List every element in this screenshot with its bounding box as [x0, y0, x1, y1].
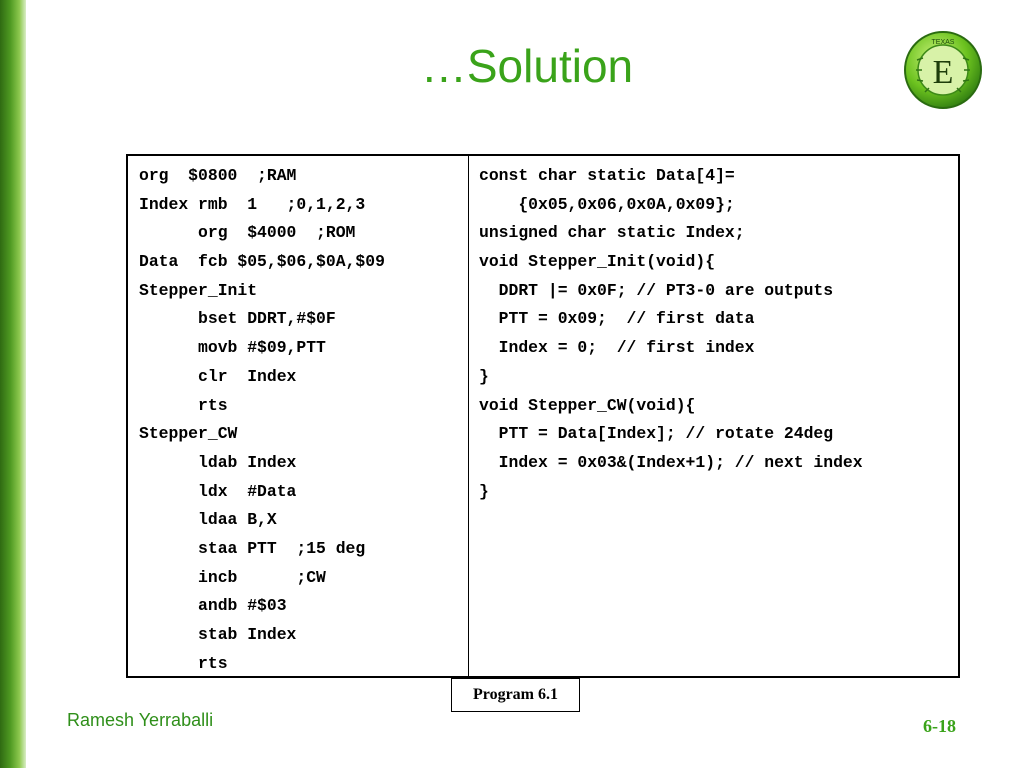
footer-author: Ramesh Yerraballi [67, 710, 214, 730]
assembly-code-line: staa PTT ;15 deg [139, 538, 366, 558]
c-code-line: void Stepper_CW(void){ [479, 395, 696, 415]
program-caption: Program 6.1 [451, 678, 580, 712]
assembly-code-line: ldaa B,X [139, 510, 277, 530]
assembly-code-line: Stepper_Init [139, 280, 258, 300]
c-code-line: Index = 0x03&(Index+1); // next index [479, 452, 863, 472]
svg-text:E: E [933, 54, 954, 91]
assembly-code-line: andb #$03 [139, 596, 287, 616]
assembly-code-line: movb #$09,PTT [139, 338, 326, 358]
c-code-line: const char static Data[4]= [479, 166, 735, 185]
assembly-code-line: ldab Index [139, 452, 297, 472]
c-code-line: Index = 0; // first index [479, 338, 755, 358]
svg-text:TEXAS: TEXAS [932, 39, 955, 46]
c-code-line: unsigned char static Index; [479, 223, 745, 243]
c-code-line: } [479, 366, 489, 386]
assembly-code-line: rts [139, 395, 228, 415]
code-table: org $0800 ;RAM Index rmb 1 ;0,1,2,3 org $… [126, 154, 960, 678]
assembly-code-line: incb ;CW [139, 567, 326, 587]
assembly-code-line: stab Index [139, 625, 297, 644]
c-code-column: const char static Data[4]= {0x05,0x06,0x… [469, 156, 958, 676]
assembly-code-line: ldx #Data [139, 481, 297, 501]
texas-e-seal-icon: E TEXAS [903, 30, 983, 110]
slide-title: …Solution [420, 40, 634, 92]
assembly-code-line: Index rmb 1 ;0,1,2,3 [139, 194, 366, 214]
assembly-code-line: org $4000 ;ROM [139, 223, 356, 243]
assembly-code-line: clr Index [139, 366, 297, 386]
c-code-line: {0x05,0x06,0x0A,0x09}; [479, 194, 735, 214]
assembly-code-line: rts [139, 653, 228, 673]
assembly-code-line: bset DDRT,#$0F [139, 309, 336, 329]
assembly-code-line: org $0800 ;RAM [139, 166, 297, 185]
c-code-line: PTT = 0x09; // first data [479, 309, 755, 329]
c-code-line: DDRT |= 0x0F; // PT3-0 are outputs [479, 280, 834, 300]
c-code-line: PTT = Data[Index]; // rotate 24deg [479, 424, 834, 444]
left-accent-bar [0, 0, 26, 768]
c-code-line: void Stepper_Init(void){ [479, 252, 716, 272]
assembly-code-column: org $0800 ;RAM Index rmb 1 ;0,1,2,3 org $… [128, 156, 469, 676]
c-code-line: } [479, 481, 489, 501]
assembly-code-line: Data fcb $05,$06,$0A,$09 [139, 252, 385, 272]
page-number: 6-18 [923, 716, 956, 736]
assembly-code-line: Stepper_CW [139, 424, 238, 444]
